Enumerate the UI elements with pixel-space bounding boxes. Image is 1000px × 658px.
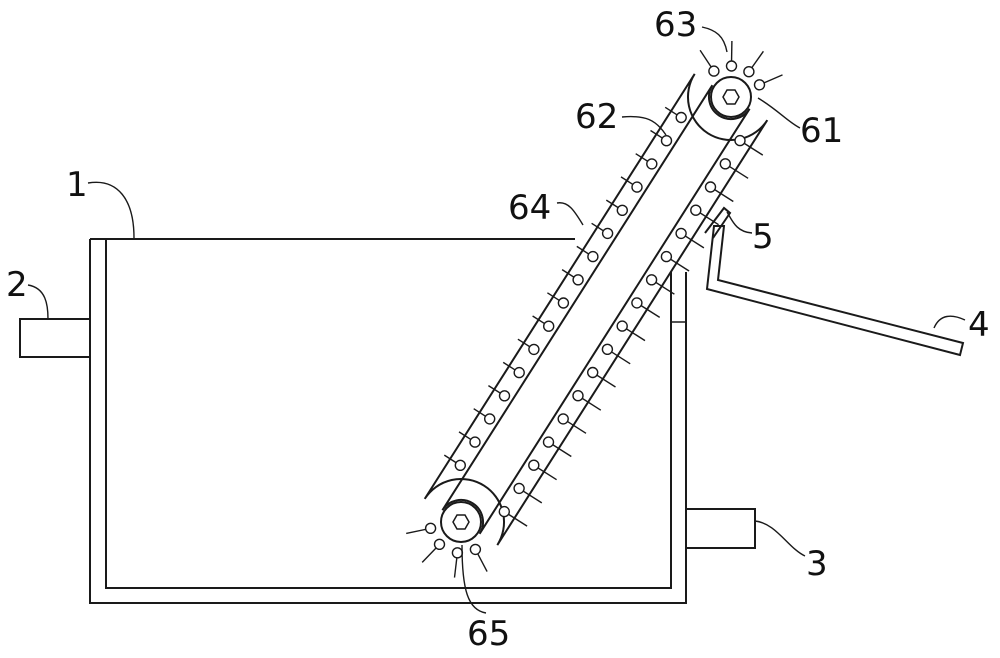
bristle-bead-9 [616, 204, 628, 217]
bristle-bead-29 [469, 436, 481, 448]
leader-63 [701, 26, 728, 53]
bristle-bead-16 [616, 320, 628, 332]
label-outlet-pipe: 3 [806, 544, 828, 584]
discharge-chute [705, 225, 965, 357]
leader-1 [87, 181, 135, 239]
bristle-bead-6 [690, 204, 702, 216]
label-discharge-chute: 4 [968, 305, 990, 345]
bristle-layer [406, 40, 783, 578]
outlet-pipe-body [686, 508, 756, 549]
bristle-bead-23 [513, 366, 525, 379]
bristle-bead-8 [675, 227, 687, 240]
callouts: 1 2 3 4 5 61 62 63 64 65 [6, 5, 990, 654]
bristle-bead-30 [513, 482, 525, 495]
bristle-bead-1 [675, 111, 687, 124]
bristle-bead-34 [725, 60, 738, 72]
bristle-bead-21 [528, 343, 540, 356]
label-scraper: 5 [752, 217, 774, 257]
discharge-chute-body [705, 225, 965, 357]
bristle-bead-10 [660, 250, 673, 263]
leader-5 [726, 211, 753, 234]
bristle-bead-36 [753, 79, 766, 91]
bristle-bead-39 [433, 538, 446, 550]
bristle-bead-33 [708, 65, 720, 77]
bristle-bead-32 [498, 505, 510, 518]
bristle-bead-14 [631, 297, 643, 309]
bristle-bead-28 [528, 459, 540, 471]
label-drive-roller: 61 [800, 111, 843, 151]
label-tank: 1 [66, 165, 88, 205]
bristle-bead-7 [631, 181, 643, 193]
bristle-bead-31 [454, 459, 466, 471]
label-brush-bristles: 64 [508, 188, 551, 228]
inlet-pipe [19, 318, 90, 358]
bristle-bead-38 [451, 547, 464, 559]
outlet-pipe [686, 508, 756, 549]
bristle-bead-17 [557, 297, 570, 309]
bristle-bead-25 [498, 390, 511, 402]
brush-strip-outline [423, 73, 769, 546]
tank-outer-wall [89, 239, 687, 604]
bristle-bead-11 [601, 227, 614, 240]
bristle-bead-3 [660, 134, 673, 147]
label-inlet-pipe: 2 [6, 265, 28, 305]
bristle-bead-19 [543, 320, 555, 332]
bristle-bead-40 [424, 522, 437, 534]
bristle-bead-35 [743, 65, 755, 78]
bristle-bead-24 [557, 413, 569, 425]
inlet-pipe-body [19, 318, 90, 358]
label-brush-strip: 63 [654, 5, 697, 45]
bristle-bead-12 [645, 274, 658, 286]
leader-61 [757, 97, 801, 129]
label-driven-roller: 65 [467, 614, 510, 654]
drive-roller-rim [710, 76, 752, 118]
leader-3 [754, 520, 806, 557]
bristle-bead-26 [542, 436, 555, 448]
bristle-bead-2 [719, 158, 731, 170]
brush-conveyor [406, 40, 783, 578]
leader-lines [27, 26, 966, 614]
driven-roller-hub [452, 514, 470, 530]
drive-roller-hub [722, 89, 740, 105]
leader-2 [27, 284, 49, 320]
bristle-bead-13 [587, 250, 599, 263]
tank-inner-wall [105, 239, 672, 589]
driven-roller [440, 501, 482, 543]
tank [89, 238, 687, 604]
bristle-bead-20 [587, 366, 599, 379]
bristle-bead-15 [572, 274, 584, 286]
bristle-bead-0 [734, 134, 746, 147]
leader-62 [621, 115, 667, 136]
bristle-bead-4 [704, 181, 717, 193]
bristle-bead-22 [572, 390, 584, 402]
conveyor-belt [441, 84, 751, 535]
leader-4 [933, 315, 966, 329]
scraper-blade [704, 206, 732, 239]
bristle-bead-18 [601, 343, 614, 355]
label-conveyor-belt: 62 [575, 97, 618, 137]
bristle-bead-27 [484, 413, 496, 425]
leader-64 [556, 202, 584, 226]
leader-65 [461, 544, 487, 614]
driven-roller-rim [440, 501, 482, 543]
drive-roller [710, 76, 752, 118]
scraper [704, 206, 732, 239]
bristle-bead-37 [469, 543, 482, 556]
bristle-bead-5 [646, 158, 658, 170]
